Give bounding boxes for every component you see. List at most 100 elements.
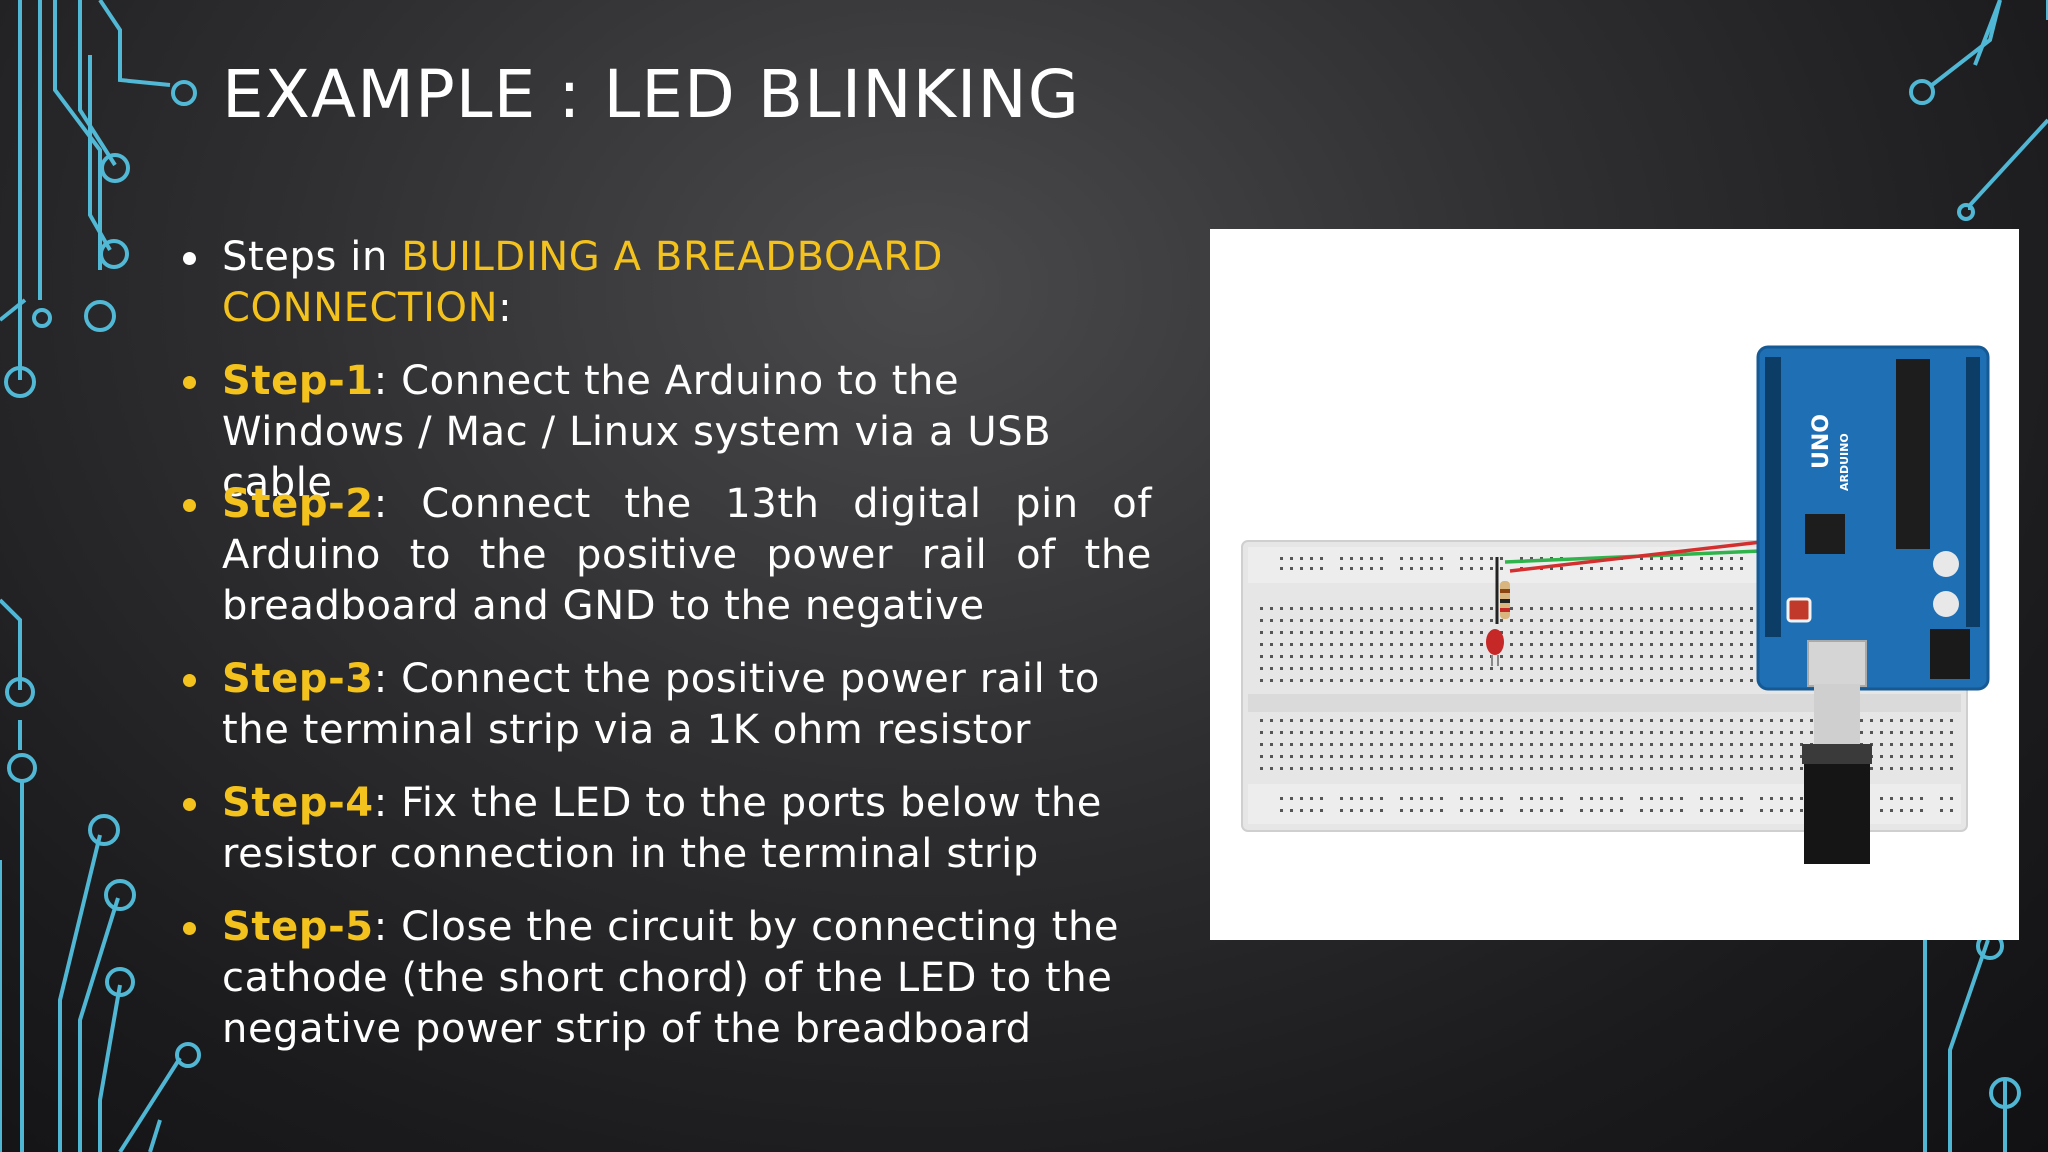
breadboard-hole [1560, 767, 1563, 770]
breadboard-hole [1620, 567, 1623, 570]
breadboard-hole [1710, 619, 1713, 622]
breadboard-hole [1710, 655, 1713, 658]
breadboard-hole [1400, 619, 1403, 622]
breadboard-hole [1460, 631, 1463, 634]
breadboard-hole [1580, 631, 1583, 634]
breadboard-hole [1770, 731, 1773, 734]
breadboard-hole [1300, 631, 1303, 634]
breadboard-hole [1710, 743, 1713, 746]
breadboard-hole [1750, 719, 1753, 722]
breadboard-hole [1730, 679, 1733, 682]
breadboard-hole [1340, 607, 1343, 610]
breadboard-hole [1280, 743, 1283, 746]
breadboard-hole [1280, 655, 1283, 658]
breadboard-hole [1710, 631, 1713, 634]
breadboard-hole [1520, 631, 1523, 634]
breadboard-hole [1650, 679, 1653, 682]
breadboard-hole [1290, 679, 1293, 682]
breadboard-hole [1750, 607, 1753, 610]
bullet-dot [183, 798, 196, 811]
breadboard-hole [1350, 755, 1353, 758]
intro-suffix: : [498, 285, 513, 331]
breadboard-hole [1630, 607, 1633, 610]
breadboard-hole [1430, 797, 1433, 800]
breadboard-hole [1720, 619, 1723, 622]
breadboard-hole [1940, 767, 1943, 770]
breadboard-hole [1920, 719, 1923, 722]
usb-cable [1814, 684, 1860, 744]
breadboard-hole [1560, 797, 1563, 800]
breadboard-hole [1900, 755, 1903, 758]
breadboard-hole [1490, 619, 1493, 622]
breadboard-hole [1700, 767, 1703, 770]
breadboard-hole [1730, 607, 1733, 610]
breadboard-hole [1340, 743, 1343, 746]
breadboard-hole [1320, 607, 1323, 610]
breadboard-hole [1570, 631, 1573, 634]
breadboard-hole [1510, 655, 1513, 658]
breadboard-hole [1920, 767, 1923, 770]
breadboard-hole [1730, 797, 1733, 800]
breadboard-hole [1260, 679, 1263, 682]
breadboard-hole [1740, 809, 1743, 812]
breadboard-hole [1880, 767, 1883, 770]
breadboard-hole [1680, 809, 1683, 812]
breadboard-hole [1640, 767, 1643, 770]
breadboard-hole [1430, 667, 1433, 670]
breadboard-hole [1630, 731, 1633, 734]
breadboard-hole [1580, 797, 1583, 800]
step-text: Step-1: Connect the Arduino to the Windo… [222, 356, 1152, 509]
breadboard-hole [1380, 679, 1383, 682]
breadboard-hole [1660, 679, 1663, 682]
breadboard-hole [1630, 667, 1633, 670]
breadboard-hole [1700, 797, 1703, 800]
breadboard-hole [1760, 755, 1763, 758]
breadboard-hole [1500, 557, 1503, 560]
breadboard-hole [1350, 631, 1353, 634]
breadboard-hole [1440, 631, 1443, 634]
breadboard-hole [1580, 731, 1583, 734]
breadboard-hole [1640, 797, 1643, 800]
breadboard-hole [1280, 679, 1283, 682]
breadboard-hole [1520, 655, 1523, 658]
breadboard-hole [1520, 797, 1523, 800]
breadboard-hole [1290, 631, 1293, 634]
breadboard-hole [1360, 809, 1363, 812]
breadboard-hole [1750, 743, 1753, 746]
breadboard-hole [1910, 743, 1913, 746]
breadboard-hole [1690, 755, 1693, 758]
breadboard-hole [1490, 743, 1493, 746]
breadboard-hole [1350, 797, 1353, 800]
slide-title: EXAMPLE : LED BLINKING [222, 56, 1080, 133]
breadboard-hole [1580, 607, 1583, 610]
breadboard-hole [1580, 655, 1583, 658]
breadboard-hole [1540, 743, 1543, 746]
breadboard-hole [1320, 809, 1323, 812]
breadboard-hole [1780, 743, 1783, 746]
breadboard-hole [1530, 643, 1533, 646]
breadboard-hole [1390, 619, 1393, 622]
breadboard-hole [1480, 755, 1483, 758]
breadboard-hole [1460, 797, 1463, 800]
breadboard-hole [1300, 567, 1303, 570]
breadboard-hole [1360, 743, 1363, 746]
breadboard-hole [1440, 809, 1443, 812]
breadboard-hole [1390, 667, 1393, 670]
breadboard-hole [1480, 655, 1483, 658]
breadboard-hole [1510, 643, 1513, 646]
breadboard-hole [1360, 797, 1363, 800]
breadboard-hole [1590, 607, 1593, 610]
breadboard-hole [1890, 731, 1893, 734]
breadboard-hole [1540, 679, 1543, 682]
breadboard-hole [1740, 631, 1743, 634]
breadboard-hole [1640, 557, 1643, 560]
breadboard-hole [1420, 797, 1423, 800]
breadboard-hole [1670, 619, 1673, 622]
breadboard-hole [1620, 767, 1623, 770]
breadboard-hole [1400, 643, 1403, 646]
breadboard-hole [1490, 809, 1493, 812]
breadboard-hole [1430, 567, 1433, 570]
breadboard-hole [1560, 567, 1563, 570]
breadboard-hole [1530, 631, 1533, 634]
breadboard-hole [1450, 755, 1453, 758]
